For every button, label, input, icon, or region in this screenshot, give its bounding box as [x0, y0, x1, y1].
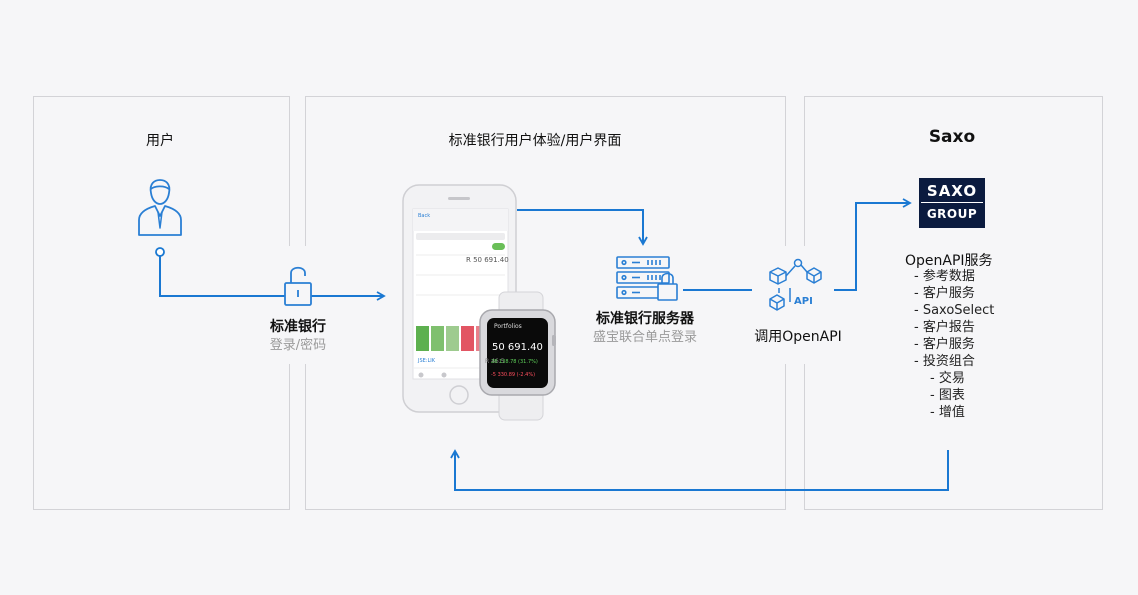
api-node-label: 调用OpenAPI	[754, 329, 842, 345]
watch-red-value: -5 330.89 (-2.4%)	[491, 372, 536, 378]
service-item: - 客户报告	[914, 320, 975, 335]
service-item: - 客户服务	[914, 286, 975, 301]
saxo-panel-title: Saxo	[928, 127, 976, 147]
service-item: - 图表	[930, 388, 965, 403]
login-node-label: 标准银行	[270, 319, 326, 335]
phone-ticker: JSE:LIK	[418, 358, 436, 364]
server-icon	[616, 256, 678, 301]
service-item: - 参考数据	[914, 269, 975, 284]
api-to-saxo-connector	[834, 198, 912, 291]
phone-back-label: Back	[418, 213, 431, 219]
service-item: - 交易	[930, 371, 965, 386]
saxo-to-app-return-connector	[450, 449, 949, 491]
watch-value: 50 691.40	[492, 342, 543, 353]
api-icon-text: API	[794, 296, 813, 307]
user-connector-dot	[155, 247, 165, 257]
service-item: - 客户服务	[914, 337, 975, 352]
service-item: - SaxoSelect	[914, 303, 995, 318]
saxo-logo-bottom: GROUP	[926, 207, 978, 221]
phone-ticker-value: R 46.5	[485, 358, 505, 365]
user-to-app-connector	[159, 256, 386, 301]
service-item: - 增值	[930, 405, 965, 420]
user-panel-title: 用户	[146, 133, 174, 149]
login-node-sublabel: 登录/密码	[269, 338, 327, 353]
openapi-services-title: OpenAPI服务	[905, 253, 993, 269]
phone-value: R 50 691.40	[466, 256, 509, 264]
server-node-sublabel: 盛宝联合单点登录	[592, 330, 697, 345]
server-node-label: 标准银行服务器	[596, 311, 694, 327]
api-icon	[769, 258, 822, 311]
padlock-icon	[284, 266, 312, 306]
app-to-server-connector	[517, 209, 648, 246]
openapi-services-list: - 参考数据 - 客户服务 - SaxoSelect - 客户报告 - 客户服务 - 投资…	[914, 268, 994, 421]
saxo-group-logo: SAXO GROUP	[919, 178, 985, 228]
bank-panel-title: 标准银行用户体验/用户界面	[448, 133, 622, 149]
watch-mockup	[479, 291, 556, 421]
watch-green-value: 28 138.78 (31.7%)	[491, 359, 538, 365]
watch-header: Portfolios	[494, 323, 522, 330]
saxo-logo-top: SAXO	[921, 180, 983, 203]
user-icon	[138, 179, 182, 236]
service-item: - 投资组合	[914, 354, 975, 369]
